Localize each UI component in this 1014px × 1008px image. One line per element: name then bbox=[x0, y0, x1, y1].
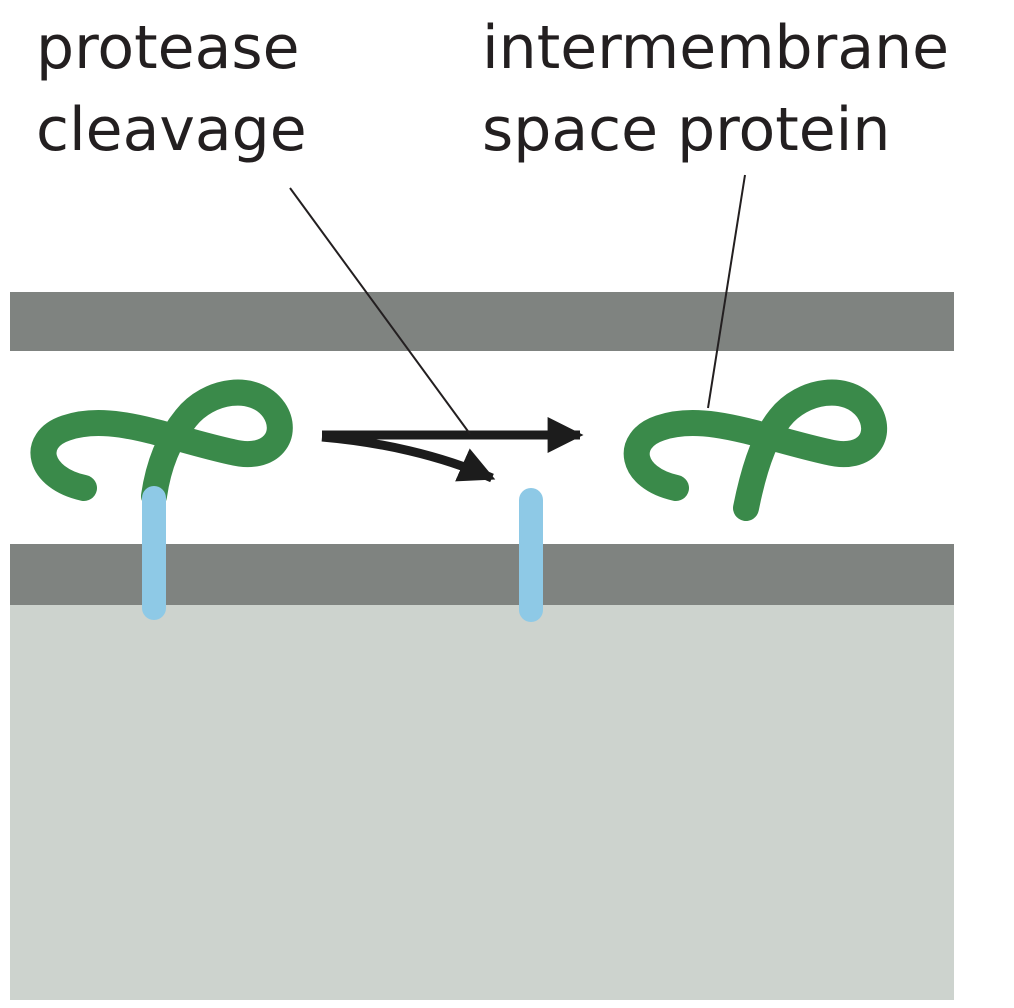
label-protease-cleavage-line1: protease bbox=[36, 13, 300, 83]
outer-membrane bbox=[10, 292, 954, 351]
anchored-protein bbox=[30, 379, 293, 620]
leader-line-protease-cleavage bbox=[289, 187, 471, 435]
process-arrows bbox=[321, 417, 584, 483]
label-protease-cleavage-line2: cleavage bbox=[36, 95, 307, 165]
label-intermembrane-space-protein: intermembrane space protein bbox=[482, 13, 968, 165]
anchored-protein-chain bbox=[30, 379, 293, 509]
label-intermembrane-line1: intermembrane bbox=[482, 13, 949, 83]
inner-membrane bbox=[10, 544, 954, 605]
matrix bbox=[10, 604, 954, 1000]
label-protease-cleavage: protease cleavage bbox=[36, 13, 319, 165]
released-protein bbox=[623, 379, 888, 521]
label-intermembrane-line2: space protein bbox=[482, 95, 890, 165]
leader-line-intermembrane-protein bbox=[707, 174, 746, 409]
cleavage-arrow bbox=[321, 432, 496, 483]
